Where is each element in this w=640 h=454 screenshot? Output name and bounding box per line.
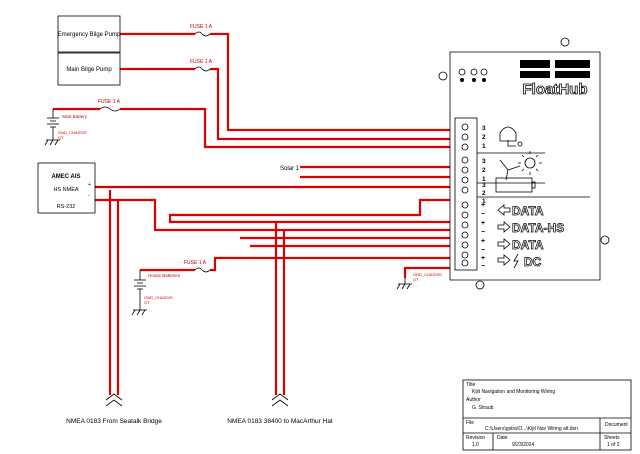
wire-solar	[300, 165, 455, 179]
svg-text:Emergency Bilge Pump: Emergency Bilge Pump	[58, 32, 121, 38]
svg-text:FUSE 1 A: FUSE 1 A	[190, 59, 213, 65]
svg-text:DATA: DATA	[512, 204, 544, 218]
pin-numbers: 3 2 1 3 2 1 3 2 1	[482, 125, 486, 205]
svg-text:GND_CHASSIS: GND_CHASSIS	[144, 295, 173, 300]
svg-text:+: +	[481, 202, 485, 209]
svg-text:Kijit Navigation and Monitorin: Kijit Navigation and Monitoring Wiring	[472, 389, 555, 395]
house-batteries: House Batteries	[134, 270, 181, 310]
fuse-3: FUSE 1 A	[98, 99, 121, 112]
title-block: Title Kijit Navigation and Monitoring Wi…	[462, 379, 632, 451]
svg-text:Sheets: Sheets	[604, 435, 620, 441]
svg-text:+: +	[481, 255, 485, 262]
svg-text:3: 3	[482, 125, 486, 132]
bilge-icon	[499, 126, 523, 147]
svg-text:NMEA 0183 From Seatalk Bridge: NMEA 0183 From Seatalk Bridge	[66, 418, 162, 425]
wire-dc-minus	[403, 266, 455, 278]
data1-port: DATA	[497, 204, 544, 218]
svg-text:DATA-HS: DATA-HS	[512, 221, 564, 235]
sun-icon	[518, 151, 542, 175]
svg-text:File: File	[466, 420, 474, 426]
svg-text:1: 1	[482, 198, 486, 205]
data2-port: DATA	[497, 238, 544, 252]
wire-emergency-pump	[120, 32, 455, 132]
svg-text:Start Battery: Start Battery	[62, 114, 88, 119]
svg-text:3: 3	[482, 158, 486, 165]
fuse-2: FUSE 1 A	[190, 59, 213, 72]
svg-text:1.0: 1.0	[472, 442, 479, 448]
fuse-1: FUSE 1 A	[190, 24, 213, 37]
wire-data1-a	[168, 198, 455, 224]
svg-text:−: −	[481, 211, 485, 218]
dc-port: DC	[497, 253, 542, 269]
svg-text:AMEC AIS: AMEC AIS	[51, 174, 80, 180]
svg-text:2: 2	[482, 134, 486, 141]
svg-text:FUSE 1 A: FUSE 1 A	[190, 24, 213, 30]
battery-icon	[495, 177, 536, 193]
wire-house-batt	[140, 256, 455, 272]
solar-label: Solar 1	[280, 166, 300, 172]
svg-text:GND_CHASSIS: GND_CHASSIS	[413, 272, 442, 277]
svg-text:NMEA 0183 38400 to MacArthur H: NMEA 0183 38400 to MacArthur Hat	[227, 418, 333, 425]
svg-text:Author: Author	[466, 397, 481, 403]
svg-text:−: −	[481, 263, 485, 270]
svg-text:3: 3	[482, 182, 486, 189]
svg-text:2: 2	[482, 190, 486, 197]
svg-text:+: +	[481, 220, 485, 227]
start-battery: Start Battery	[47, 109, 88, 140]
svg-text:1: 1	[482, 143, 486, 150]
svg-text:FUSE 1 A: FUSE 1 A	[184, 260, 207, 266]
connector-right: NMEA 0183 38400 to MacArthur Hat	[227, 393, 333, 425]
svg-text:DATA: DATA	[512, 238, 544, 252]
svg-text:Revision: Revision	[466, 435, 485, 441]
svg-text:Document: Document	[605, 422, 628, 428]
pin-signs: + − + − + − + −	[481, 202, 485, 270]
fuse-4: FUSE 1 A	[184, 260, 211, 273]
wire-main-pump	[120, 67, 455, 141]
svg-text:GT: GT	[144, 300, 150, 305]
svg-text:Main Bilge Pump: Main Bilge Pump	[66, 67, 112, 73]
svg-text:-: -	[88, 193, 90, 199]
svg-text:+: +	[481, 238, 485, 245]
main-bilge-pump: Main Bilge Pump	[57, 52, 121, 86]
svg-text:1 of 2: 1 of 2	[607, 442, 620, 448]
ground-3: GND_CHASSIS GT	[396, 272, 442, 290]
svg-text:9/23/2024: 9/23/2024	[512, 442, 534, 448]
wires	[53, 32, 455, 395]
terminal-screws	[461, 123, 469, 267]
wire-start-battery	[53, 107, 455, 149]
svg-text:2: 2	[482, 167, 486, 174]
svg-text:+: +	[88, 182, 91, 188]
floathub-device: FloatHub	[438, 37, 610, 290]
svg-text:RS-232: RS-232	[57, 204, 76, 210]
svg-text:GND_CHASSIS: GND_CHASSIS	[58, 130, 87, 135]
svg-text:−: −	[481, 247, 485, 254]
svg-text:−: −	[481, 229, 485, 236]
svg-text:HS NMEA: HS NMEA	[53, 187, 78, 193]
svg-text:DC: DC	[524, 255, 542, 269]
ground-1: GND_CHASSIS GT	[44, 130, 87, 146]
svg-text:C:\Users\gstra\O...\Kijit Nav: C:\Users\gstra\O...\Kijit Nav Wiring alt…	[485, 426, 578, 432]
svg-text:G. Straub: G. Straub	[472, 405, 494, 411]
svg-text:FUSE 1 A: FUSE 1 A	[98, 99, 121, 105]
svg-text:Date: Date	[497, 435, 508, 441]
emergency-bilge-pump: Emergency Bilge Pump	[57, 15, 121, 53]
svg-text:Title: Title	[466, 382, 475, 388]
ground-2: GND_CHASSIS GT	[131, 295, 173, 316]
wire-data2	[240, 236, 455, 248]
svg-text:House Batteries: House Batteries	[148, 273, 181, 278]
amec-ais: AMEC AIS HS NMEA RS-232 + -	[37, 162, 96, 214]
led-icons	[458, 68, 488, 82]
svg-text:GT: GT	[413, 277, 419, 282]
svg-text:GT: GT	[58, 135, 64, 140]
floathub-logo: FloatHub	[520, 60, 590, 98]
wire-ais-minus	[95, 198, 455, 232]
data-hs-port: DATA-HS	[497, 221, 565, 235]
connector-left: NMEA 0183 From Seatalk Bridge	[66, 393, 162, 425]
svg-text:1: 1	[482, 176, 486, 183]
svg-text:FloatHub: FloatHub	[523, 81, 588, 98]
